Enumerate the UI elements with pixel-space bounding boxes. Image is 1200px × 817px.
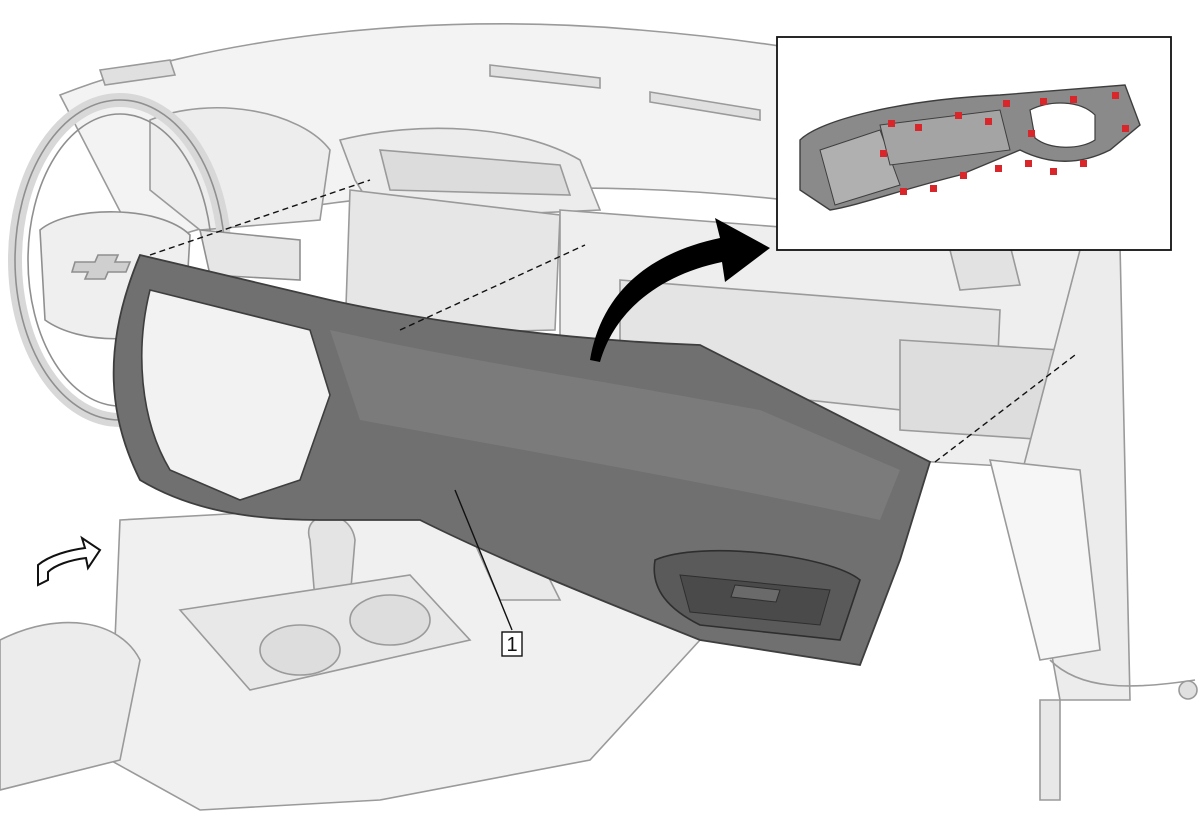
detail-arrow-icon — [590, 218, 770, 362]
retaining-clip-markers — [880, 92, 1129, 195]
front-direction-arrow-icon — [37, 535, 102, 587]
instrument-panel-trim-plate — [112, 253, 932, 667]
alignment-lines — [149, 179, 1076, 463]
center-console — [0, 499, 701, 811]
bowtie-logo-icon — [70, 254, 132, 280]
callout-1-leader — [454, 489, 513, 631]
callout-1-label: 1 — [506, 634, 517, 656]
callout-1-box — [501, 631, 523, 657]
callout-1: 1 — [454, 489, 523, 657]
detail-inset — [776, 36, 1172, 251]
